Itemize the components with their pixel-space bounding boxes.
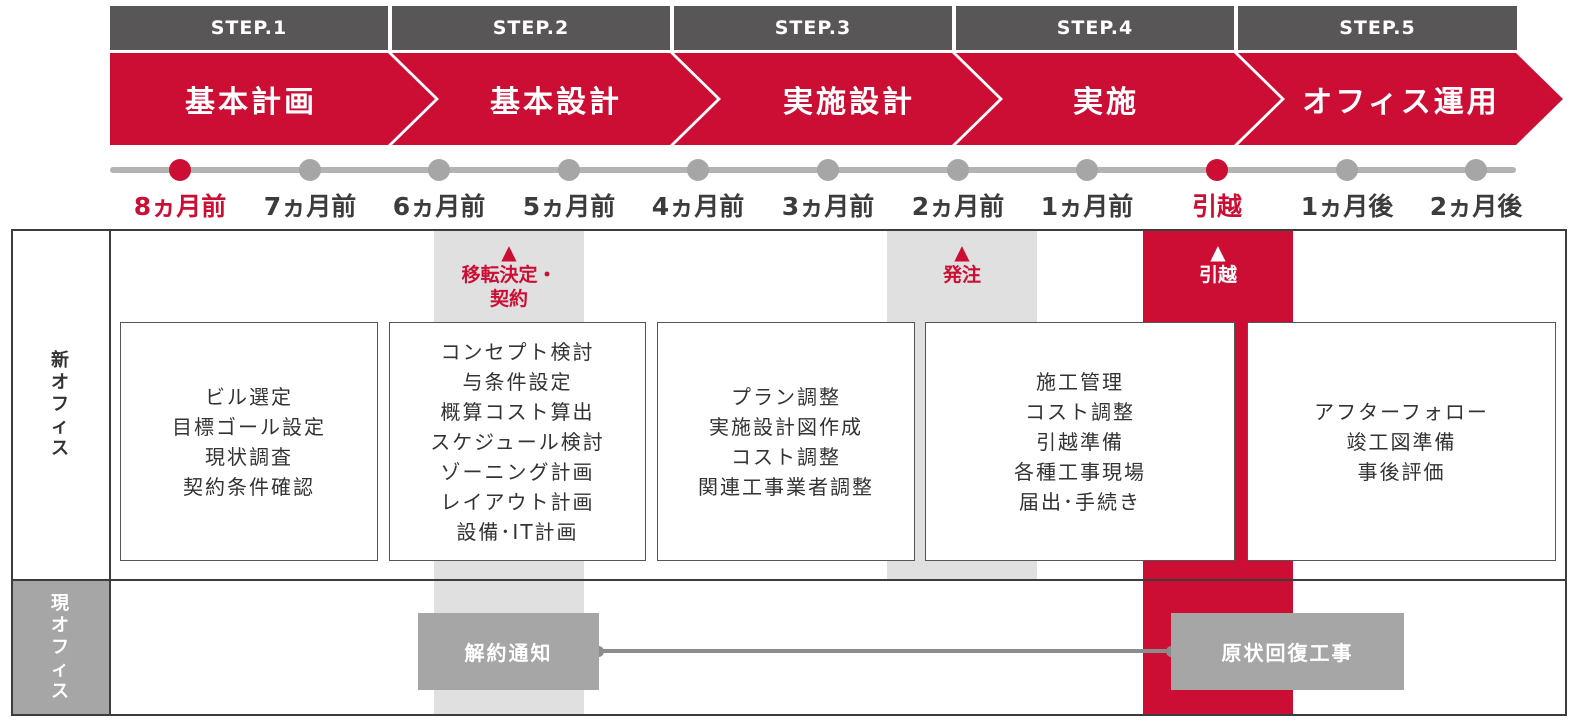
milestone-move-label: 引越 bbox=[1198, 264, 1237, 286]
task-item: コスト調整 bbox=[1025, 399, 1135, 424]
task-box-step-1: ビル選定目標ゴール設定現状調査契約条件確認 bbox=[120, 322, 378, 561]
timeline-label: 6ヵ月前 bbox=[392, 192, 486, 221]
phase-chevron-5 bbox=[1238, 53, 1563, 145]
task-item: アフターフォロー bbox=[1314, 399, 1489, 424]
timeline-line bbox=[110, 167, 1516, 173]
task-item: コンセプト検討 bbox=[440, 339, 595, 364]
task-item: レイアウト計画 bbox=[440, 489, 595, 514]
task-item: 竣工図準備 bbox=[1346, 429, 1457, 454]
timeline-dot bbox=[299, 159, 321, 181]
timeline-dot bbox=[687, 159, 709, 181]
row-header-divider bbox=[109, 229, 111, 716]
timeline-dot bbox=[169, 159, 191, 181]
timeline-label: 5ヵ月前 bbox=[522, 192, 616, 221]
timeline-label: 3ヵ月前 bbox=[781, 192, 875, 221]
phase-1-label: 基本計画 bbox=[185, 85, 317, 120]
milestone-order-label: 発注 bbox=[942, 264, 981, 286]
phase-chevron-4 bbox=[956, 53, 1281, 145]
task-item: 引越準備 bbox=[1036, 429, 1124, 454]
task-item: 与条件設定 bbox=[462, 369, 573, 394]
timeline-label: 1ヵ月前 bbox=[1040, 192, 1134, 221]
task-item: 実施設計図作成 bbox=[709, 414, 863, 439]
timeline-dot bbox=[428, 159, 450, 181]
task-item: 届出･手続き bbox=[1019, 489, 1141, 514]
current-office-header: 現オフィス bbox=[51, 592, 71, 702]
task-item: プラン調整 bbox=[731, 384, 841, 409]
task-item: スケジュール検討 bbox=[430, 429, 605, 454]
timeline-dot bbox=[558, 159, 580, 181]
milestone-move: ▲ 引越 bbox=[1143, 238, 1293, 290]
task-item: 概算コスト算出 bbox=[440, 399, 595, 424]
task-box-step-3: プラン調整実施設計図作成コスト調整関連工事業者調整 bbox=[657, 322, 915, 561]
timeline-dot bbox=[817, 159, 839, 181]
milestone-contract: ▲ 移転決定・ 契約 bbox=[434, 238, 584, 314]
timeline-dot bbox=[1336, 159, 1358, 181]
step-2-label: STEP.2 bbox=[392, 6, 670, 50]
task-item: 施工管理 bbox=[1036, 369, 1124, 394]
timeline-label: 1ヵ月後 bbox=[1300, 192, 1394, 221]
task-box-step-5: アフターフォロー竣工図準備事後評価 bbox=[1247, 322, 1556, 561]
milestone-contract-line1: 移転決定・ bbox=[461, 264, 557, 286]
milestone-order: ▲ 発注 bbox=[887, 238, 1037, 290]
task-item: 設備･IT計画 bbox=[456, 519, 579, 544]
current-office-header-cell: 現オフィス bbox=[13, 581, 109, 714]
task-box-step-2: コンセプト検討与条件設定概算コスト算出スケジュール検討ゾーニング計画レイアウト計… bbox=[389, 322, 646, 561]
phase-chevron-3 bbox=[674, 53, 999, 145]
task-item: 現状調査 bbox=[205, 444, 293, 469]
new-office-header: 新オフィス bbox=[51, 350, 71, 459]
phase-4-label: 実施 bbox=[1073, 85, 1139, 120]
timeline-label: 8ヵ月前 bbox=[133, 192, 227, 221]
task-item: 目標ゴール設定 bbox=[172, 414, 326, 439]
triangle-up-icon: ▲ bbox=[1210, 240, 1226, 264]
task-item: 各種工事現場 bbox=[1014, 459, 1146, 484]
timeline-dot bbox=[1206, 159, 1228, 181]
milestone-contract-line2: 契約 bbox=[489, 288, 528, 310]
phase-chevron-band bbox=[110, 53, 1563, 145]
timeline-label: 2ヵ月前 bbox=[911, 192, 1005, 221]
timeline-label: 2ヵ月後 bbox=[1429, 192, 1523, 221]
timeline-dot bbox=[947, 159, 969, 181]
phase-chevron-1 bbox=[110, 53, 435, 145]
phase-2-label: 基本設計 bbox=[490, 85, 622, 120]
current-office-connector bbox=[598, 649, 1172, 653]
timeline-label: 7ヵ月前 bbox=[263, 192, 357, 221]
timeline-dot bbox=[1465, 159, 1487, 181]
task-box-step-4: 施工管理コスト調整引越準備各種工事現場届出･手続き bbox=[925, 322, 1235, 561]
phase-5-label: オフィス運用 bbox=[1302, 85, 1500, 120]
task-item: 契約条件確認 bbox=[183, 474, 315, 499]
triangle-up-icon: ▲ bbox=[501, 240, 517, 264]
triangle-up-icon: ▲ bbox=[954, 240, 970, 264]
timeline-label: 引越 bbox=[1191, 192, 1242, 221]
step-5-label: STEP.5 bbox=[1238, 6, 1517, 50]
step-1-label: STEP.1 bbox=[110, 6, 388, 50]
task-item: ビル選定 bbox=[205, 384, 293, 409]
step-3-label: STEP.3 bbox=[674, 6, 952, 50]
task-item: コスト調整 bbox=[731, 444, 841, 469]
restoration-work-box: 原状回復工事 bbox=[1171, 613, 1404, 690]
step-4-label: STEP.4 bbox=[956, 6, 1234, 50]
timeline-label: 4ヵ月前 bbox=[651, 192, 745, 221]
timeline-dot bbox=[1076, 159, 1098, 181]
task-item: 関連工事業者調整 bbox=[698, 474, 874, 499]
task-item: 事後評価 bbox=[1357, 459, 1446, 484]
phase-3-label: 実施設計 bbox=[783, 85, 915, 120]
new-office-header-cell: 新オフィス bbox=[13, 231, 109, 579]
task-item: ゾーニング計画 bbox=[440, 459, 595, 484]
current-office-row bbox=[11, 579, 1567, 716]
cancellation-notice-box: 解約通知 bbox=[418, 613, 599, 690]
phase-chevron-2 bbox=[392, 53, 717, 145]
